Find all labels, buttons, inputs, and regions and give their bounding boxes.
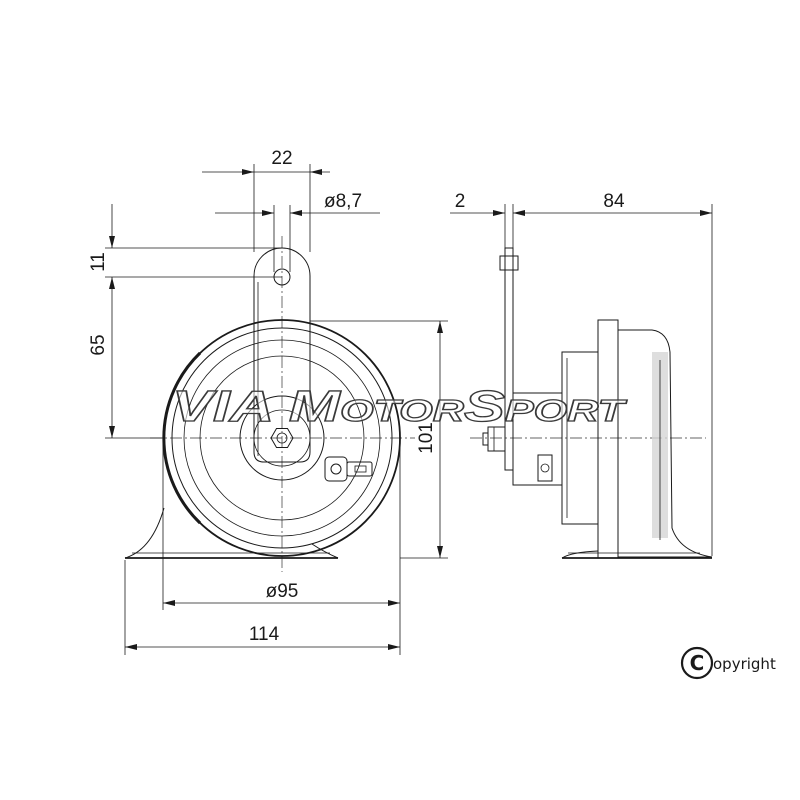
watermark: VIA MotorSport <box>172 382 628 431</box>
horn-center-disk <box>239 395 325 481</box>
side-view <box>470 247 713 559</box>
terminal-tab <box>346 461 373 477</box>
terminal-body <box>324 456 348 482</box>
horn-inner-ring <box>199 355 365 521</box>
dim-bracket-width-label: 22 <box>271 148 292 169</box>
center-nut <box>270 428 294 448</box>
side-mounting-plate-tab <box>499 255 519 271</box>
dim-hole-offset-label: 11 <box>88 252 109 272</box>
front-view <box>124 236 415 572</box>
copyright-mark: C <box>690 651 705 675</box>
side-mounting-plate <box>504 247 514 471</box>
dim-horn-diameter-label: ø95 <box>266 581 299 602</box>
copyright-ring <box>680 646 714 680</box>
dim-overall-width-label: 114 <box>249 624 280 645</box>
horn-second-rim <box>171 327 393 549</box>
side-horn-bell <box>617 329 713 558</box>
mounting-bracket <box>253 247 311 463</box>
side-flange <box>597 319 619 559</box>
dim-height-label: 101 <box>416 422 437 454</box>
dim-depth-label: 84 <box>603 191 625 212</box>
side-terminal <box>537 454 553 482</box>
front-base-right-flare <box>311 543 339 559</box>
copyright-text: opyright <box>713 655 776 673</box>
horn-diaphragm-ring <box>183 339 381 537</box>
copyright-notice: C opyright <box>680 646 776 680</box>
side-hub <box>512 392 563 486</box>
side-terminal-screw <box>540 463 550 473</box>
dim-hole-diameter-label: ø8,7 <box>324 191 362 212</box>
side-bolt-end <box>482 432 489 446</box>
terminal-screw <box>330 463 342 475</box>
dim-hole-to-center-label: 65 <box>88 334 109 355</box>
front-base-left-flare <box>124 507 165 559</box>
center-nut-bore <box>276 432 288 444</box>
dimensions: 22 ø8,7 11 65 101 ø95 114 <box>88 148 713 655</box>
dim-bracket-thickness-label: 2 <box>455 191 466 212</box>
front-terminal <box>324 456 373 482</box>
side-base-left-tip <box>561 550 599 559</box>
terminal-tab-slot <box>354 465 367 473</box>
